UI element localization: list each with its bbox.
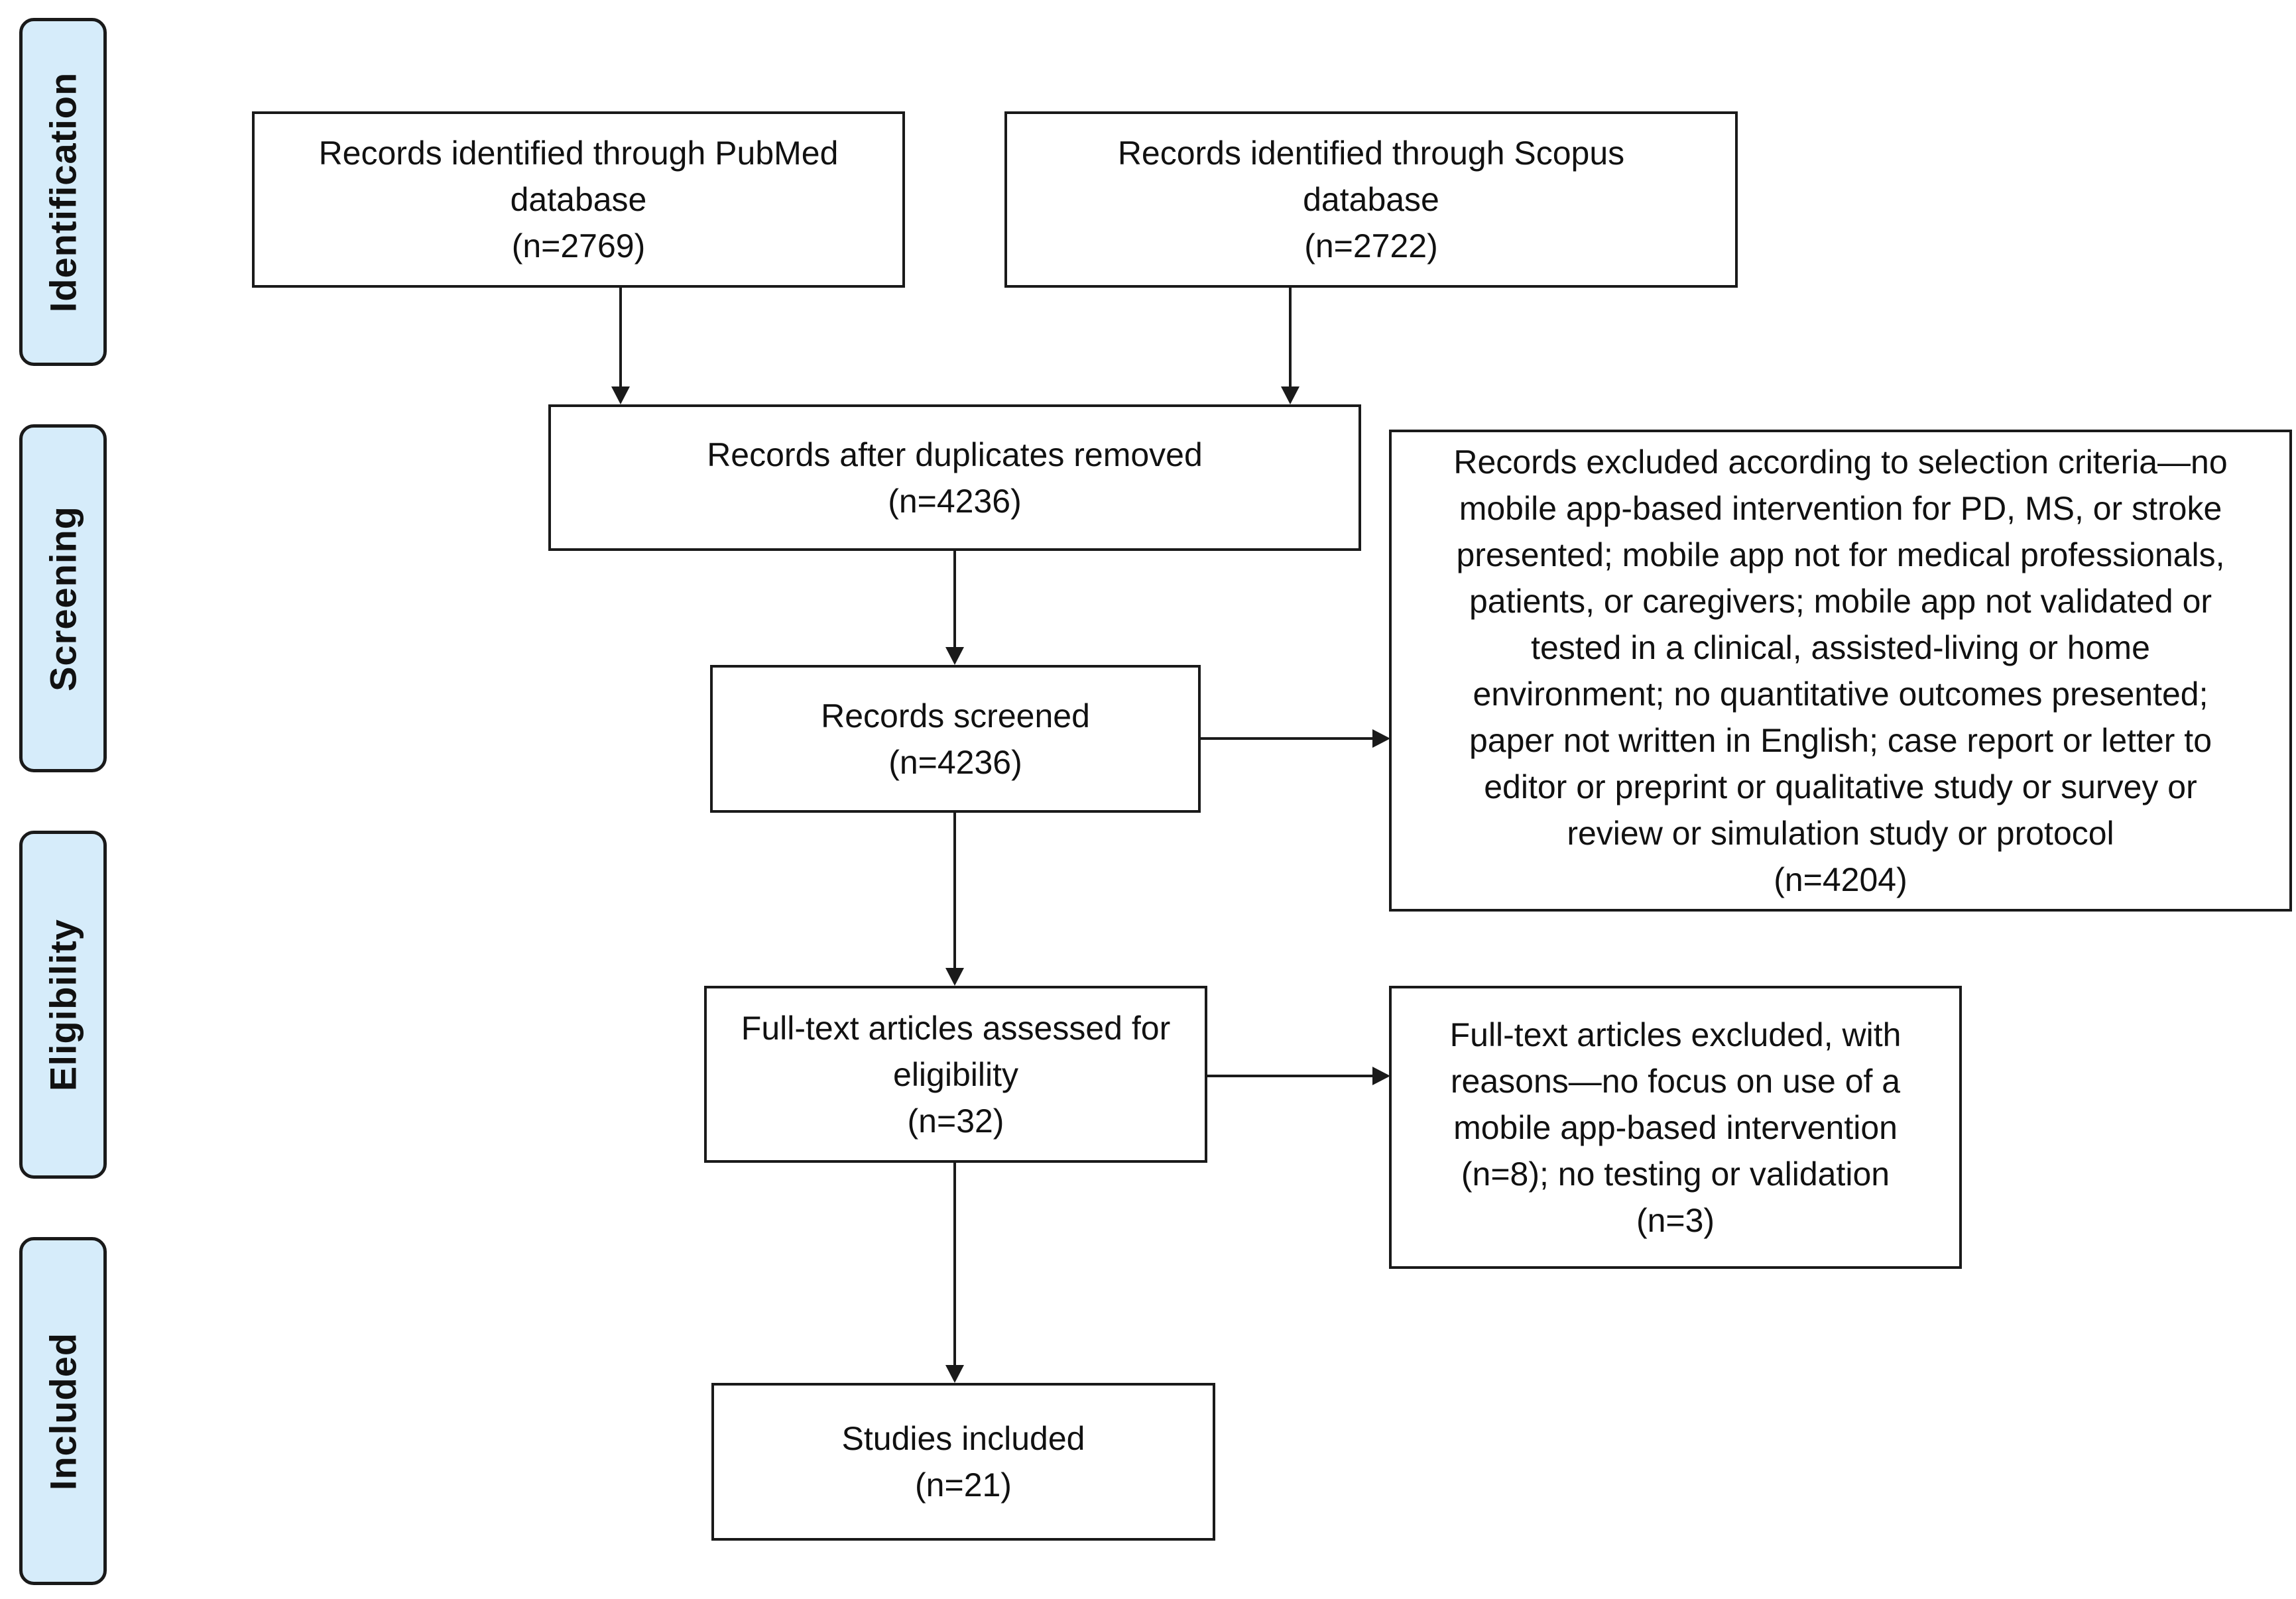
stage-eligibility: Eligibility bbox=[19, 831, 107, 1179]
screened-count: (n=4236) bbox=[888, 743, 1022, 781]
stage-eligibility-label: Eligibility bbox=[42, 918, 84, 1091]
box-records-excluded: Records excluded according to selection … bbox=[1389, 430, 2292, 912]
arrowhead-pubmed-to-duplicates bbox=[611, 386, 630, 404]
fulltext-excluded-line-3: mobile app-based intervention bbox=[1453, 1108, 1898, 1146]
excluded-line-2: mobile app-based intervention for PD, MS… bbox=[1459, 489, 2222, 527]
excluded-line-1: Records excluded according to selection … bbox=[1453, 443, 2228, 481]
fulltext-title: Full-text articles assessed for bbox=[741, 1009, 1171, 1047]
box-scopus-records: Records identified through Scopus databa… bbox=[1004, 111, 1738, 288]
arrowhead-screened-to-excluded bbox=[1372, 729, 1390, 748]
stage-included: Included bbox=[19, 1237, 107, 1585]
arrowhead-screened-to-fulltext bbox=[945, 968, 964, 986]
excluded-line-9: review or simulation study or protocol bbox=[1567, 814, 2114, 852]
stage-included-label: Included bbox=[42, 1332, 84, 1490]
stage-identification-label: Identification bbox=[42, 72, 84, 312]
fulltext-subtitle: eligibility bbox=[893, 1055, 1018, 1093]
stage-screening: Screening bbox=[19, 424, 107, 772]
excluded-line-5: tested in a clinical, assisted-living or… bbox=[1531, 628, 2150, 666]
box-records-screened: Records screened (n=4236) bbox=[710, 665, 1201, 813]
stage-screening-label: Screening bbox=[42, 505, 84, 691]
fulltext-excluded-line-4: (n=8); no testing or validation bbox=[1461, 1155, 1890, 1193]
included-count: (n=21) bbox=[915, 1466, 1012, 1504]
scopus-count: (n=2722) bbox=[1304, 227, 1438, 265]
excluded-line-6: environment; no quantitative outcomes pr… bbox=[1473, 675, 2208, 713]
box-duplicates-removed: Records after duplicates removed (n=4236… bbox=[548, 404, 1361, 551]
included-title: Studies included bbox=[841, 1420, 1085, 1457]
box-pubmed-records: Records identified through PubMed databa… bbox=[252, 111, 905, 288]
arrowhead-scopus-to-duplicates bbox=[1281, 386, 1299, 404]
excluded-line-4: patients, or caregivers; mobile app not … bbox=[1469, 582, 2212, 620]
arrowhead-fulltext-to-excluded bbox=[1372, 1067, 1390, 1085]
stage-identification: Identification bbox=[19, 18, 107, 366]
excluded-count: (n=4204) bbox=[1774, 860, 1907, 898]
duplicates-title: Records after duplicates removed bbox=[707, 436, 1203, 473]
pubmed-title: Records identified through PubMed bbox=[318, 135, 839, 172]
fulltext-excluded-line-2: reasons—no focus on use of a bbox=[1450, 1062, 1901, 1100]
pubmed-subtitle: database bbox=[510, 181, 647, 218]
excluded-line-8: editor or preprint or qualitative study … bbox=[1484, 768, 2197, 805]
fulltext-excluded-line-1: Full-text articles excluded, with bbox=[1449, 1016, 1902, 1053]
excluded-line-3: presented; mobile app not for medical pr… bbox=[1456, 536, 2225, 573]
box-fulltext-excluded: Full-text articles excluded, with reason… bbox=[1389, 986, 1962, 1269]
excluded-line-7: paper not written in English; case repor… bbox=[1469, 721, 2212, 759]
arrowhead-fulltext-to-included bbox=[945, 1365, 964, 1383]
duplicates-count: (n=4236) bbox=[888, 482, 1022, 520]
box-fulltext-assessed: Full-text articles assessed for eligibil… bbox=[704, 986, 1207, 1163]
scopus-subtitle: database bbox=[1303, 181, 1439, 218]
fulltext-count: (n=32) bbox=[907, 1102, 1004, 1140]
scopus-title: Records identified through Scopus bbox=[1117, 135, 1625, 172]
fulltext-excluded-count: (n=3) bbox=[1636, 1201, 1715, 1239]
pubmed-count: (n=2769) bbox=[511, 227, 646, 265]
screened-title: Records screened bbox=[821, 697, 1090, 735]
arrowhead-duplicates-to-screened bbox=[945, 647, 964, 665]
box-studies-included: Studies included (n=21) bbox=[711, 1383, 1215, 1541]
